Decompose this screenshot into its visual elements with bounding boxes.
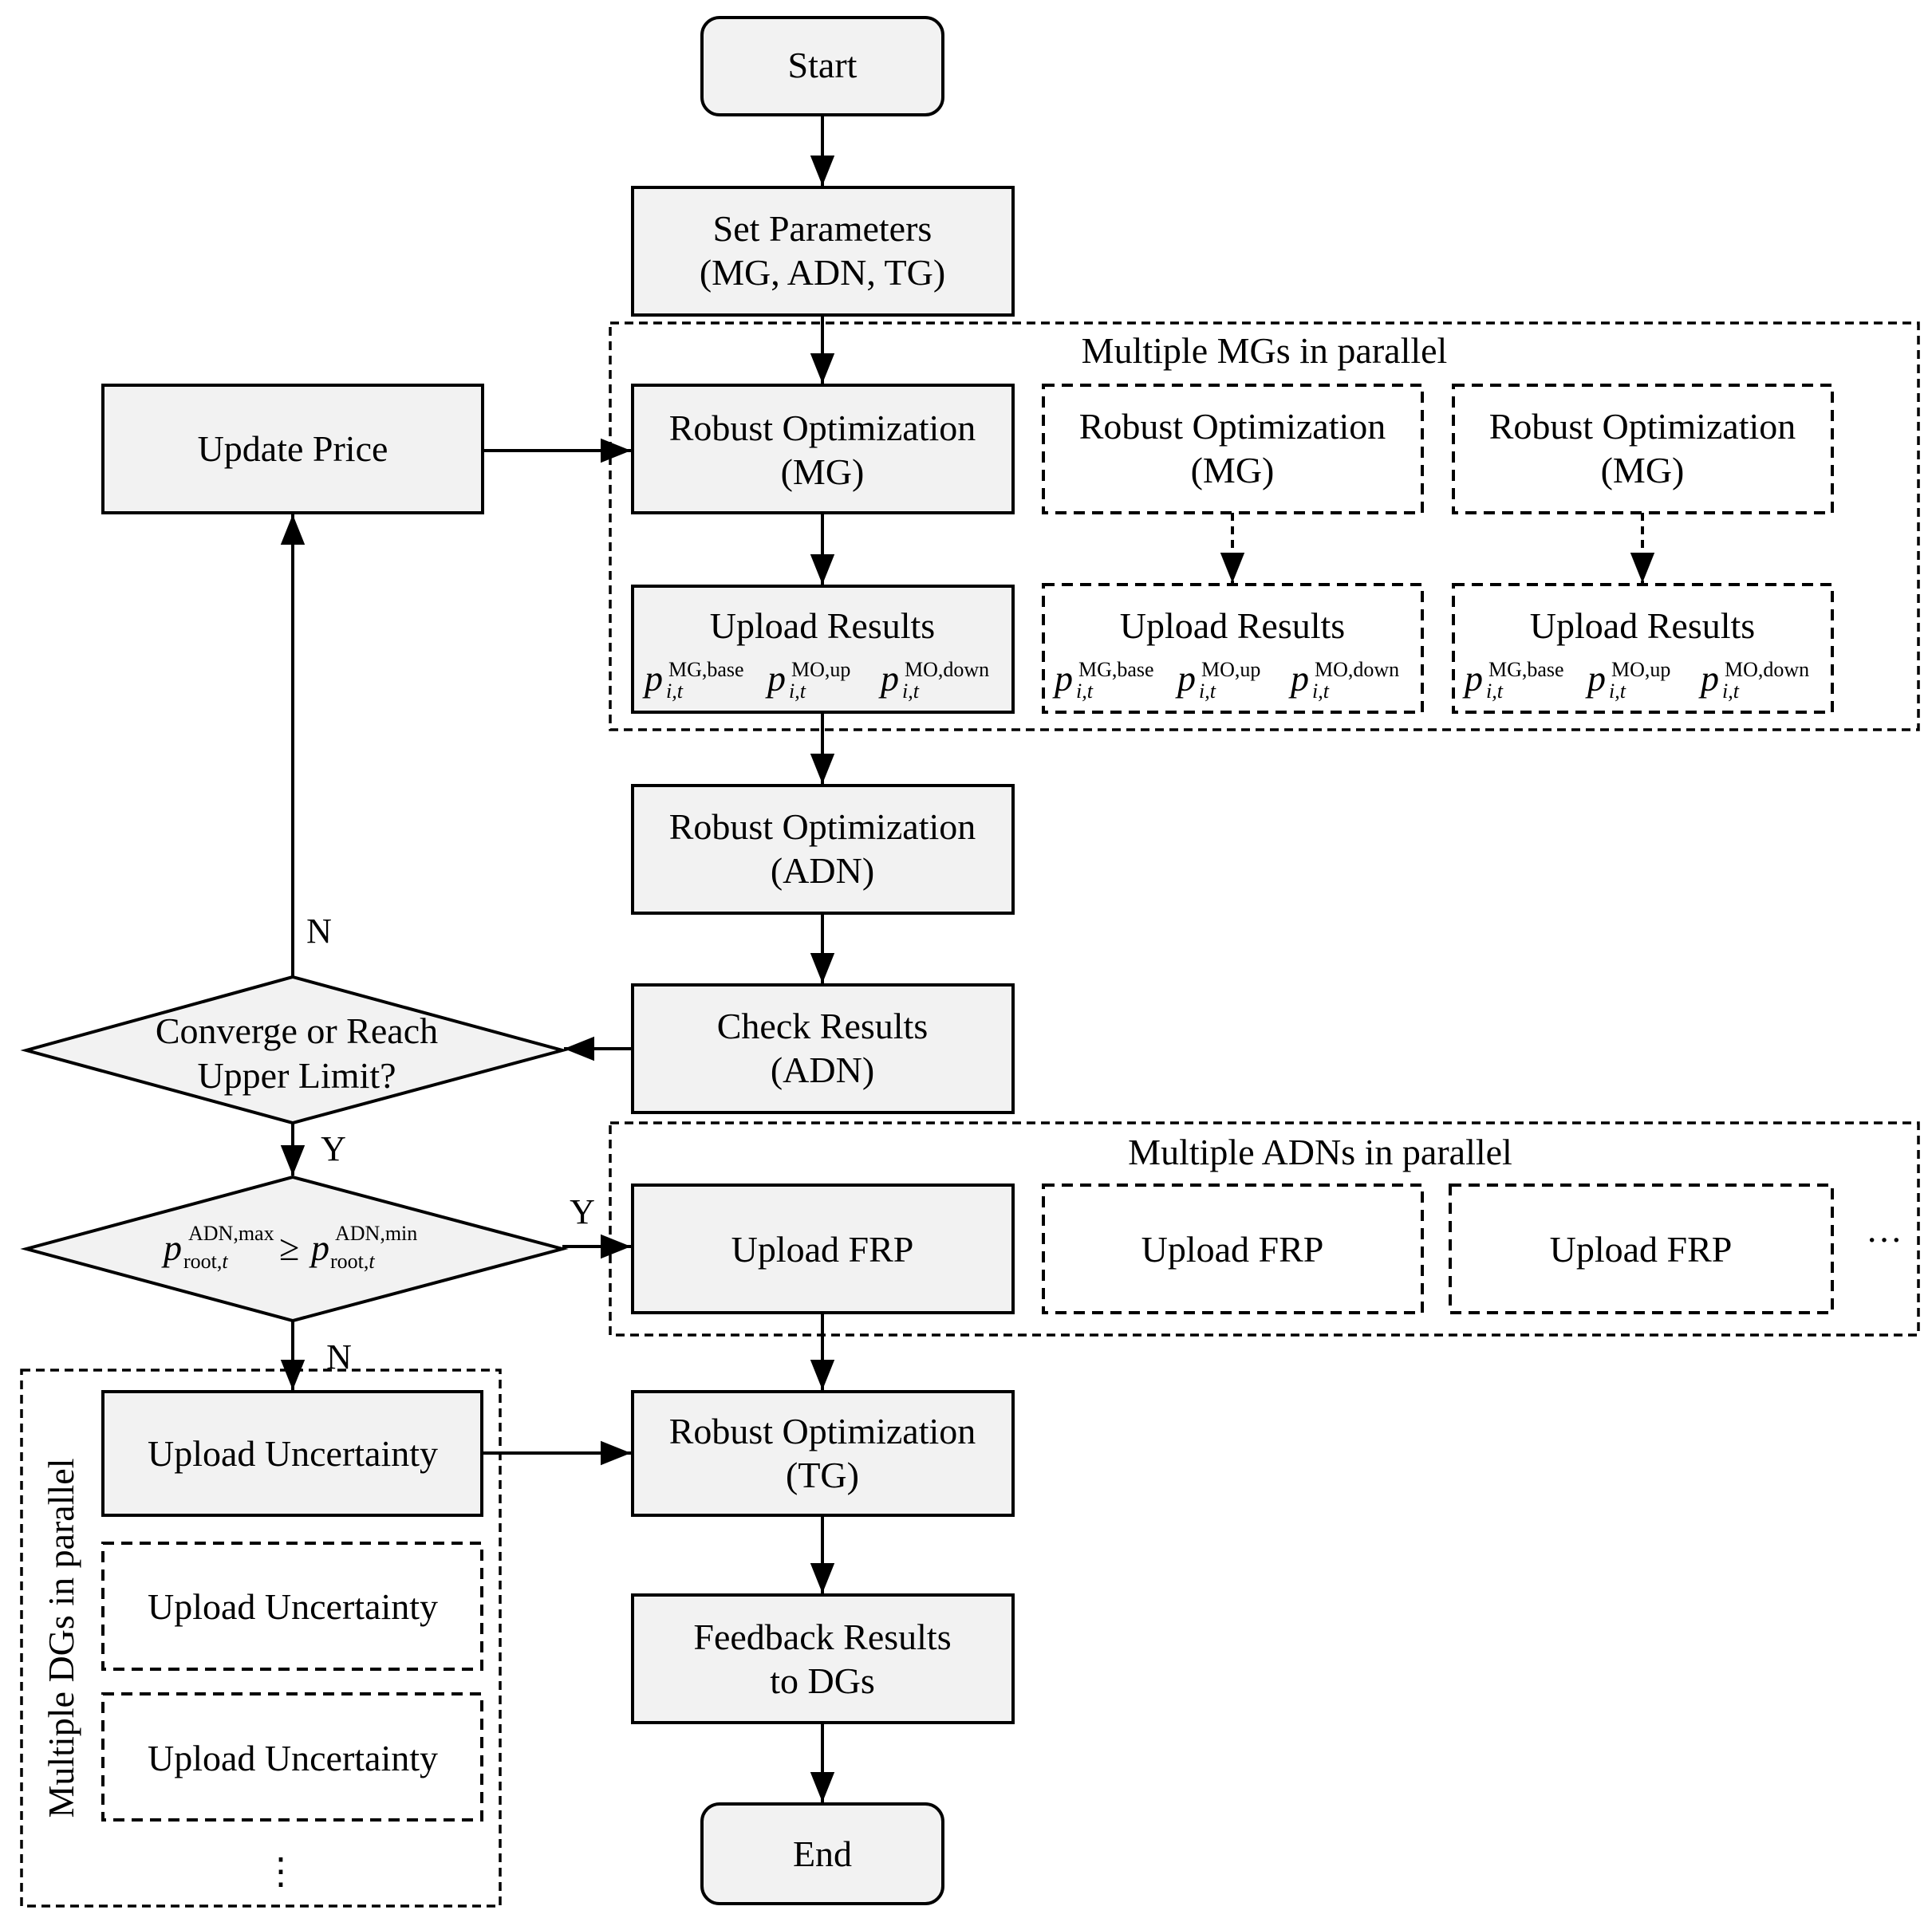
robust-tg-line2: (TG) xyxy=(786,1455,859,1495)
check-results-line2: (ADN) xyxy=(771,1050,874,1090)
upload-results-node-1 xyxy=(631,585,1015,714)
group-multiple-adns xyxy=(609,1121,1920,1337)
group-multiple-mgs-label: Multiple MGs in parallel xyxy=(1082,330,1448,371)
robust-tg-line1: Robust Optimization xyxy=(669,1411,976,1451)
upload-uncertainty-node-2 xyxy=(101,1542,483,1671)
check-results-adn-node xyxy=(631,983,1015,1114)
robust-optimization-tg-node xyxy=(631,1390,1015,1517)
end-label: End xyxy=(793,1833,852,1874)
feedback-line2: to DGs xyxy=(770,1660,875,1701)
upload-results-node-3 xyxy=(1452,583,1834,714)
upload-results-3-label: Upload Results xyxy=(1530,605,1755,646)
label-power-yes: Y xyxy=(570,1192,595,1231)
upload-results-node-2 xyxy=(1042,583,1424,714)
upload-results-2-label: Upload Results xyxy=(1120,605,1345,646)
upload-uncertainty-1-label: Upload Uncertainty xyxy=(148,1433,438,1474)
group-multiple-mgs xyxy=(609,321,1920,731)
robust-optimization-mg-node-3 xyxy=(1452,384,1834,514)
set-parameters-node xyxy=(631,186,1015,317)
robust-optimization-adn-node xyxy=(631,784,1015,915)
end-node xyxy=(700,1802,944,1905)
robust-mg-2-line1: Robust Optimization xyxy=(1079,406,1386,447)
group-multiple-dgs-label: Multiple DGs in parallel xyxy=(41,1459,81,1818)
set-parameters-line1: Set Parameters xyxy=(713,208,932,249)
upload-frp-1-label: Upload FRP xyxy=(731,1229,914,1270)
upload-frp-node-2 xyxy=(1042,1183,1424,1314)
feedback-line1: Feedback Results xyxy=(693,1617,951,1657)
upload-frp-node-3 xyxy=(1449,1183,1834,1314)
group-multiple-adns-label: Multiple ADNs in parallel xyxy=(1128,1132,1512,1172)
robust-adn-line1: Robust Optimization xyxy=(669,806,976,847)
group-multiple-dgs xyxy=(20,1369,502,1908)
upload-frp-2-label: Upload FRP xyxy=(1141,1229,1324,1270)
robust-mg-3-line1: Robust Optimization xyxy=(1489,406,1796,447)
update-price-node xyxy=(101,384,484,514)
upload-results-1-label: Upload Results xyxy=(710,605,935,646)
update-price-label: Update Price xyxy=(198,428,388,469)
robust-mg-1-line1: Robust Optimization xyxy=(669,408,976,448)
upload-frp-3-label: Upload FRP xyxy=(1550,1229,1733,1270)
robust-optimization-mg-node-2 xyxy=(1042,384,1424,514)
label-converge-no: N xyxy=(306,912,332,951)
label-converge-yes: Y xyxy=(321,1129,346,1168)
upload-uncertainty-3-label: Upload Uncertainty xyxy=(148,1738,438,1778)
robust-adn-line2: (ADN) xyxy=(771,850,874,891)
upload-frp-node-1 xyxy=(631,1183,1015,1314)
set-parameters-line2: (MG, ADN, TG) xyxy=(700,252,945,293)
upload-uncertainty-2-label: Upload Uncertainty xyxy=(148,1586,438,1627)
check-results-line1: Check Results xyxy=(717,1006,928,1046)
upload-uncertainty-node-3 xyxy=(101,1692,483,1822)
feedback-results-node xyxy=(631,1593,1015,1724)
adn-ellipsis: ··· xyxy=(1866,1219,1902,1260)
robust-mg-2-line2: (MG) xyxy=(1191,450,1275,490)
upload-uncertainty-node-1 xyxy=(101,1390,483,1517)
dg-ellipsis: ⋮ xyxy=(262,1851,299,1892)
robust-optimization-mg-node-1 xyxy=(631,384,1015,514)
label-power-no: N xyxy=(326,1337,352,1376)
start-label: Start xyxy=(788,45,858,85)
robust-mg-3-line2: (MG) xyxy=(1601,450,1685,490)
converge-line1: Converge or Reach xyxy=(156,1010,438,1051)
robust-mg-1-line2: (MG) xyxy=(781,451,865,492)
converge-line2: Upper Limit? xyxy=(197,1055,396,1096)
